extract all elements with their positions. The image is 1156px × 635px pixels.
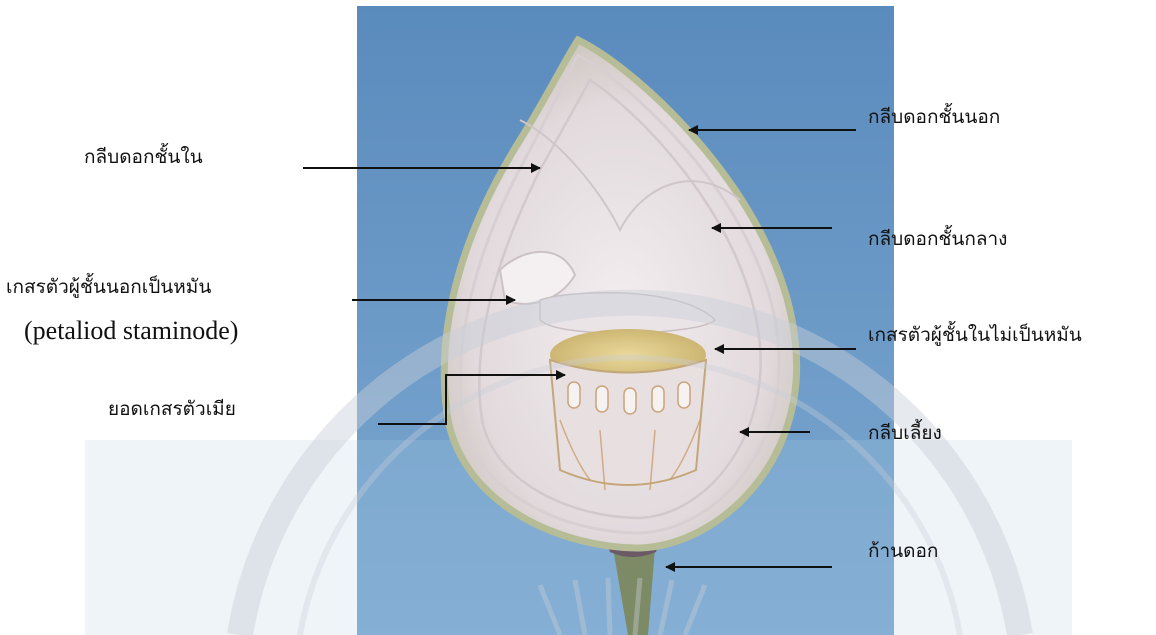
label-peduncle: ก้านดอก [868, 542, 938, 561]
label-middle-petal: กลีบดอกชั้นกลาง [868, 230, 1007, 249]
label-inner-petal: กลีบดอกชั้นใน [84, 148, 203, 167]
label-petaloid-staminode: (petaliod staminode) [24, 318, 238, 344]
arrow-stigma [378, 375, 565, 424]
label-inner-stamen: เกสรตัวผู้ชั้นในไม่เป็นหมัน [868, 326, 1082, 345]
label-sepal: กลีบเลี้ยง [868, 424, 942, 443]
label-stigma: ยอดเกสรตัวเมีย [108, 400, 236, 419]
label-outer-petal: กลีบดอกชั้นนอก [868, 108, 1000, 127]
label-outer-staminode: เกสรตัวผู้ชั้นนอกเป็นหมัน [6, 278, 211, 297]
